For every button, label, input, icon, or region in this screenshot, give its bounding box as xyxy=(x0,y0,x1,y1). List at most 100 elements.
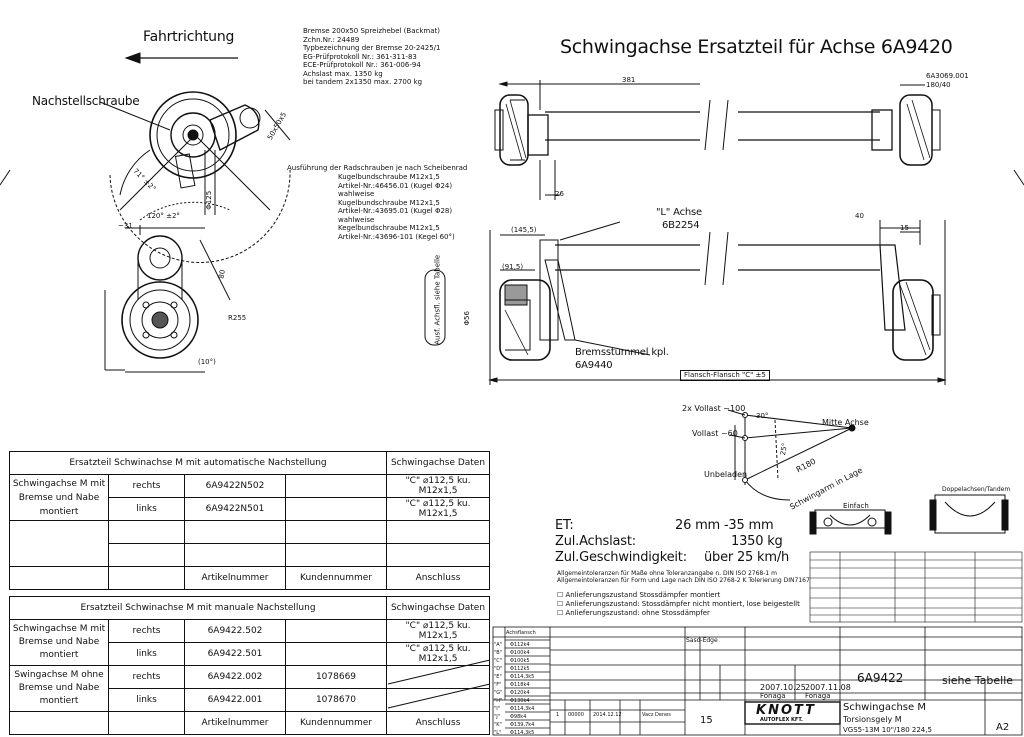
table-side: rechts xyxy=(108,665,185,689)
table-empty xyxy=(108,520,185,544)
dim-145: (145,5) xyxy=(511,226,537,234)
wheel-bolt-info: Kugelbundschraube M12x1,5 Artikel-Nr.:46… xyxy=(338,173,455,241)
conn-list-row: "C"Φ100k5 xyxy=(494,657,534,665)
conn-value: Φ130k4 xyxy=(510,698,530,704)
conn-key: "H" xyxy=(494,698,503,704)
spec-load-value: 1350 kg xyxy=(731,534,783,549)
l-axle-number: 6B2254 xyxy=(662,220,700,231)
conn-key: "F" xyxy=(494,682,502,688)
table-manual-adjust: Ersatzteil Schwinachse M mit manuale Nac… xyxy=(9,596,490,735)
tolerances: Allgemeintoleranzen für Maße ohne Tolera… xyxy=(557,570,810,584)
date-checked: 2007.11.08 xyxy=(805,683,851,692)
table1-header-left: Ersatzteil Schwinachse M mit automatisch… xyxy=(9,451,387,475)
bolt-line: wahlweise xyxy=(338,190,375,198)
table-customer: 1078670 xyxy=(285,688,387,712)
table-empty xyxy=(184,543,286,567)
spec-et-value: 26 mm -35 mm xyxy=(675,518,774,533)
table-empty xyxy=(9,566,109,590)
table1-foot-conn: Anschluss xyxy=(386,566,490,590)
swing-arm-diagram xyxy=(727,409,856,501)
conn-value: Φ114,3k4 xyxy=(510,706,535,712)
table-empty xyxy=(108,566,185,590)
rev-code: 00000 xyxy=(568,712,584,718)
table-side: links xyxy=(108,642,185,666)
brake-line: EG-Prüfprotokoll Nr.: 361-311-83 xyxy=(303,52,417,61)
swing-unloaded: Unbeladen xyxy=(704,470,748,479)
table-empty xyxy=(285,520,387,544)
axle-top-view xyxy=(494,80,941,200)
conn-value: Φ98k4 xyxy=(510,714,527,720)
checkbox-icon[interactable]: ☐ xyxy=(557,600,566,608)
conn-value: Φ118k4 xyxy=(510,682,530,688)
table-connection: "C" ⌀112,5 ku. M12x1,5 xyxy=(386,474,490,498)
table-customer xyxy=(285,497,387,521)
conn-value: Φ120k4 xyxy=(510,690,530,696)
rev-name: Vacz Denes xyxy=(642,712,671,718)
brake-line: Bremse 200x50 Spreizhebel (Backmat) xyxy=(303,27,440,35)
table-empty xyxy=(285,543,387,567)
brake-line: ECE-Prüfprotokoll Nr.: 361-006-94 xyxy=(303,61,421,69)
table-connection: "C" ⌀112,5 ku. M12x1,5 xyxy=(386,497,490,521)
conn-list-row: "E"Φ114,3k5 xyxy=(494,673,534,681)
conn-header: Achsflansch xyxy=(506,630,536,636)
conn-list-row: "G"Φ120k4 xyxy=(494,689,534,697)
rev-no: 1 xyxy=(556,712,560,718)
delivery-option-2[interactable]: ☐ Anlieferungszustand: Stossdämpfer nich… xyxy=(557,600,800,608)
dim-ref2: 180/40 xyxy=(926,81,951,89)
table-empty xyxy=(9,520,109,567)
table-empty xyxy=(108,711,185,735)
stub-number: 6A9440 xyxy=(575,360,613,371)
dim-80: 80 xyxy=(217,269,227,280)
conn-key: "I" xyxy=(494,706,501,712)
dim-120: 120° ±2° xyxy=(147,212,180,220)
dim-r255: R255 xyxy=(228,314,247,322)
table-empty xyxy=(108,543,185,567)
table-customer: 1078669 xyxy=(285,665,387,689)
dim-flange: Flansch-Flansch "C" ±5 xyxy=(680,370,770,381)
brake-line: Achslast max. 1350 kg xyxy=(303,69,383,78)
table-customer xyxy=(285,642,387,666)
tolerance-line: Allgemeintoleranzen für Form und Lage na… xyxy=(557,577,810,584)
table-side: rechts xyxy=(108,474,185,498)
conn-list-row: "J"Φ98k4 xyxy=(494,713,534,721)
table2-desc1: Schwingachse M mit Bremse und Nabe monti… xyxy=(9,619,109,666)
table1-foot-article: Artikelnummer xyxy=(184,566,286,590)
swing-angle30: 30° xyxy=(756,412,769,420)
conn-list-row: "H" Φ130k4 xyxy=(494,697,534,705)
company-sub: AUTOFLEX KFT. xyxy=(760,717,803,723)
hub-front-view xyxy=(104,225,231,373)
table-connection: "C" ⌀112,5 ku. M12x1,5 xyxy=(386,642,490,666)
conn-list-row: "L"Φ114,3k5 xyxy=(494,729,534,737)
table-article: 6A9422.001 xyxy=(184,688,286,712)
table-connection xyxy=(386,665,490,689)
table-article: 6A9422.502 xyxy=(184,619,286,643)
dim-26: 26 xyxy=(555,190,564,198)
dim-40: 40 xyxy=(855,212,864,220)
title-block-lines xyxy=(492,626,1023,736)
wheel-bolt-header: Ausführung der Radschrauben je nach Sche… xyxy=(287,164,468,172)
checkbox-icon[interactable]: ☐ xyxy=(557,591,566,599)
part-name-1: Schwingachse M xyxy=(843,702,926,713)
conn-key: "A" xyxy=(494,642,503,648)
delivery-option-3[interactable]: ☐ Anlieferungszustand: ohne Stossdämpfer xyxy=(557,609,710,617)
table-side: links xyxy=(108,688,185,712)
table-article: 6A9422.501 xyxy=(184,642,286,666)
dim-91: (91,5) xyxy=(502,263,524,271)
bolt-line: Artikel-Nr.:43696-101 (Kegel 60°) xyxy=(338,232,455,241)
table-connection: "C" ⌀112,5 ku. M12x1,5 xyxy=(386,619,490,643)
drawing-number: 6A9422 xyxy=(857,671,904,685)
sheet-size: A2 xyxy=(996,722,1010,733)
part-name-3: VGS5-13M 10"/180 224,5 xyxy=(843,726,932,734)
table-customer xyxy=(285,474,387,498)
table-empty xyxy=(9,711,109,735)
dim-125: Φ125 xyxy=(205,190,214,210)
brake-line: bei tandem 2x1350 max. 2700 kg xyxy=(303,78,423,86)
dim-56: Φ56 xyxy=(462,311,471,326)
delivery-option-1[interactable]: ☐ Anlieferungszustand Stossdämpfer monti… xyxy=(557,591,721,599)
dim-ref1: 6A3069.001 xyxy=(926,72,969,80)
checkbox-icon[interactable]: ☐ xyxy=(557,609,566,617)
conn-list-row: "A"Φ112k4 xyxy=(494,641,534,649)
brake-info: Bremse 200x50 Spreizhebel (Backmat) Zchn… xyxy=(303,27,440,87)
sketch-single-label: Einfach xyxy=(843,502,869,510)
